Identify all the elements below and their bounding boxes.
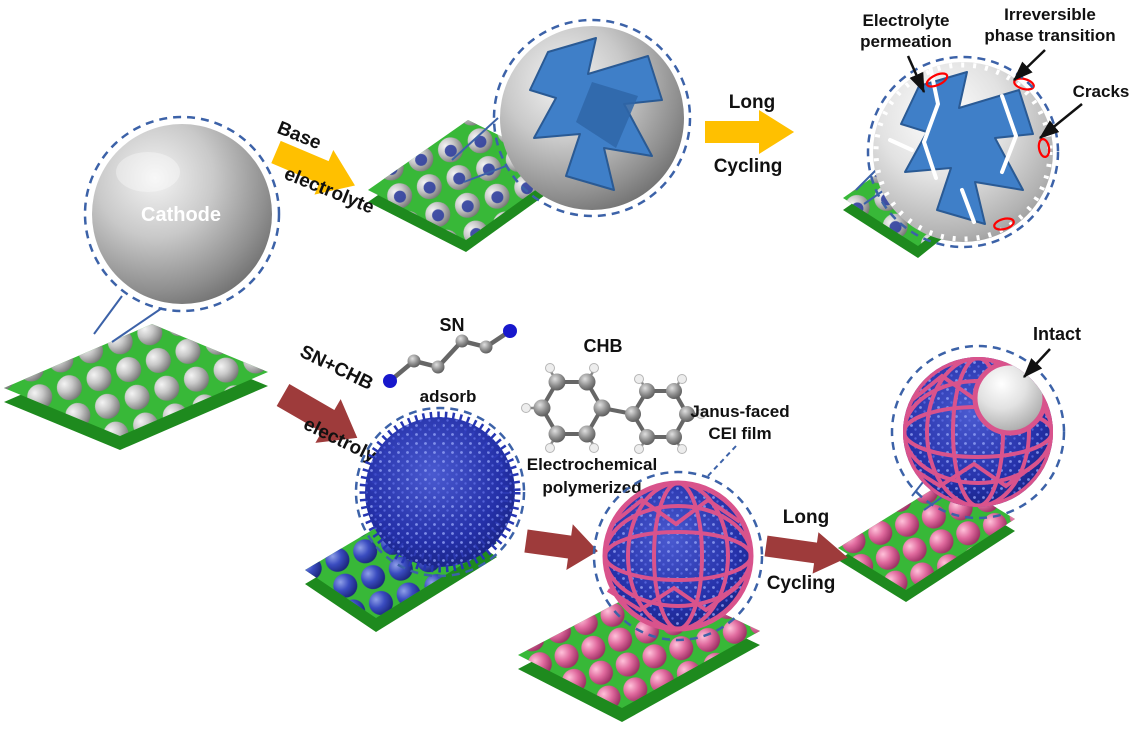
electrochemical-line1: Electrochemical <box>527 455 657 474</box>
cathode-label: Cathode <box>141 204 221 226</box>
degradation-annotations: Electrolyte permeation Irreversible phas… <box>860 5 1130 139</box>
long-cycling-top-group: Long Cycling <box>705 92 795 177</box>
chb-label: CHB <box>584 336 623 356</box>
dashed-magnifier-circle <box>866 55 1060 249</box>
carbon-atom <box>431 360 445 374</box>
adsorbed-spikes <box>359 411 521 573</box>
carbon-atom <box>479 340 493 354</box>
cei-mesh-magnifier <box>592 470 764 642</box>
bare-cathode-patch <box>975 363 1045 433</box>
adsorb-label: adsorb <box>420 387 477 406</box>
sphere-highlight <box>116 152 180 192</box>
phase-ribbon-blue-inner <box>576 82 638 148</box>
crack-lines <box>888 64 1019 224</box>
dashed-magnifier-circle <box>83 115 281 313</box>
nitrogen-atom <box>383 374 397 388</box>
polymerize-arrow <box>522 518 602 574</box>
long-cycling-top-arrow <box>705 110 795 154</box>
permeation-pointer-arrow <box>906 55 926 94</box>
long-cycling-top-line2: Cycling <box>714 156 783 177</box>
long-cycling-bottom-arrow <box>763 525 851 579</box>
h-atoms <box>521 363 706 454</box>
adsorbed-spikes-inner <box>371 423 509 561</box>
carbon-atom <box>455 334 469 348</box>
janus-label-line1: Janus-faced <box>690 402 789 421</box>
sn-chb-label-line1: SN+CHB <box>296 341 376 394</box>
irreversible-line1: Irreversible <box>1004 5 1096 24</box>
base-cycled-magnifier <box>492 18 692 218</box>
cei-mesh <box>602 480 754 632</box>
electrochemical-line2: polymerized <box>542 478 641 497</box>
cathode-sphere <box>92 124 272 304</box>
long-cycling-top-line1: Long <box>729 92 775 113</box>
ring-bonds <box>539 380 690 439</box>
sn-adsorbed-magnifier <box>354 406 526 578</box>
pristine-cathode-slab <box>4 324 268 450</box>
dashed-magnifier-circle <box>492 18 692 218</box>
janus-cei-label-group: Janus-faced CEI film <box>690 402 790 479</box>
c-atoms <box>533 373 695 445</box>
long-cycling-bottom-line1: Long <box>783 507 829 528</box>
electrolyte-permeation-line1: Electrolyte <box>863 11 950 30</box>
red-damage-outlines <box>925 72 1051 231</box>
janus-label-line2: CEI film <box>708 424 771 443</box>
long-cycling-bottom-line2: Cycling <box>767 573 836 594</box>
annotation-arrows <box>906 49 1083 139</box>
dashed-magnifier-circle <box>592 470 764 642</box>
irreversible-pointer-arrow <box>1013 49 1046 81</box>
carbon-atom <box>407 354 421 368</box>
sn-molecule: SN <box>383 315 517 388</box>
cathode-magnifier: Cathode <box>83 115 281 313</box>
sn-bonds <box>387 328 513 384</box>
irreversible-line2: phase transition <box>984 26 1115 45</box>
chb-molecule: CHB <box>521 336 706 454</box>
base-electrolyte-arrow-group: Base electrolyte <box>266 118 377 218</box>
degraded-magnifier <box>866 55 1060 249</box>
dashed-magnifier-circle <box>354 406 526 578</box>
adsorbed-sphere-texture <box>365 417 515 567</box>
cei-sphere-texture <box>604 482 752 630</box>
cracks-pointer-arrow <box>1039 103 1083 139</box>
electrolyte-permeation-line2: permeation <box>860 32 952 51</box>
nitrogen-atom <box>503 324 517 338</box>
sn-label: SN <box>439 315 464 335</box>
intact-label: Intact <box>1033 324 1081 344</box>
cracks-label: Cracks <box>1073 82 1130 101</box>
intact-pointer-arrow <box>1023 348 1051 378</box>
dashed-magnifier-circle <box>890 344 1066 520</box>
intact-magnifier: Intact <box>890 324 1081 520</box>
janus-pointer-line <box>705 445 737 479</box>
long-cycling-bottom-group: Long Cycling <box>763 507 851 594</box>
